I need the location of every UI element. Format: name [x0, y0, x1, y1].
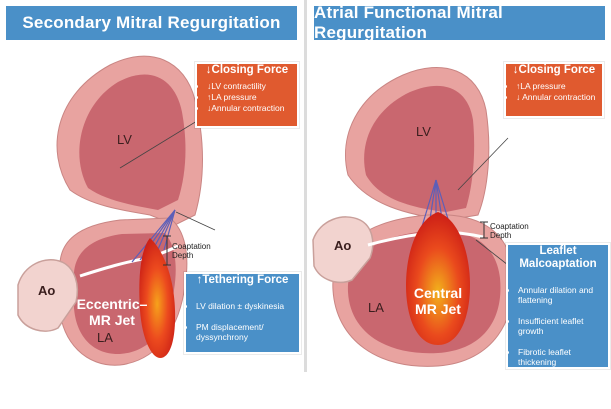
panel-secondary-mr: Secondary Mitral Regurgitation: [0, 0, 303, 372]
label-coaptation-depth: Coaptation Depth: [172, 242, 211, 260]
label-ao: Ao: [38, 283, 55, 298]
closing-force-list: ↓LV contractility ↑LA pressure ↓Annular …: [197, 81, 297, 113]
list-item: Annular dilation and flattening: [518, 285, 608, 305]
list-item: Annular dilation (relative): [196, 353, 299, 373]
label-coaptation-depth: Coaptation Depth: [490, 222, 529, 240]
panel-header: Secondary Mitral Regurgitation: [6, 6, 297, 40]
tethering-force-title: ↑Tethering Force: [186, 274, 299, 287]
closing-force-box: ↓Closing Force ↓LV contractility ↑LA pre…: [195, 62, 299, 128]
list-item: PM displacement/ dyssynchrony: [196, 322, 299, 342]
label-la: LA: [97, 330, 113, 345]
tethering-force-list: LV dilation ± dyskinesia PM displacement…: [186, 291, 299, 384]
list-item: LV dilation ± dyskinesia: [196, 301, 299, 311]
closing-force-title: ↓Closing Force: [197, 64, 297, 77]
label-lv: LV: [117, 132, 132, 147]
list-item: ↓ Annular contraction: [516, 92, 602, 102]
list-item: Altered atrial/annular dynamics: [518, 378, 608, 398]
panel-atrial-functional-mr: Atrial Functional Mitral Regurgitation: [308, 0, 611, 372]
list-item: Insufficient leaflet growth: [518, 316, 608, 336]
panel-divider: [304, 0, 307, 372]
leaflet-malcoaptation-title: Leaflet Malcoaptation: [508, 245, 608, 271]
label-lv: LV: [416, 124, 431, 139]
list-item: ↑LA pressure: [516, 81, 602, 91]
figure: Secondary Mitral Regurgitation: [0, 0, 611, 372]
label-jet: Central MR Jet: [398, 285, 478, 317]
list-item: ↑LA pressure: [207, 92, 297, 102]
closing-force-box: ↓Closing Force ↑LA pressure ↓ Annular co…: [504, 62, 604, 118]
closing-force-list: ↑LA pressure ↓ Annular contraction: [506, 81, 602, 102]
list-item: ↓LV contractility: [207, 81, 297, 91]
label-jet: Eccentric– MR Jet: [66, 296, 158, 328]
list-item: Fibrotic leaflet thickening: [518, 347, 608, 367]
leaflet-malcoaptation-list: Annular dilation and flattening Insuffic…: [508, 275, 608, 409]
panel-header: Atrial Functional Mitral Regurgitation: [314, 6, 605, 40]
closing-force-title: ↓Closing Force: [506, 64, 602, 77]
label-ao: Ao: [334, 238, 351, 253]
leaflet-malcoaptation-box: Leaflet Malcoaptation Annular dilation a…: [506, 243, 610, 369]
tethering-force-box: ↑Tethering Force LV dilation ± dyskinesi…: [184, 272, 301, 354]
label-la: LA: [368, 300, 384, 315]
list-item: ↓Annular contraction: [207, 103, 297, 113]
